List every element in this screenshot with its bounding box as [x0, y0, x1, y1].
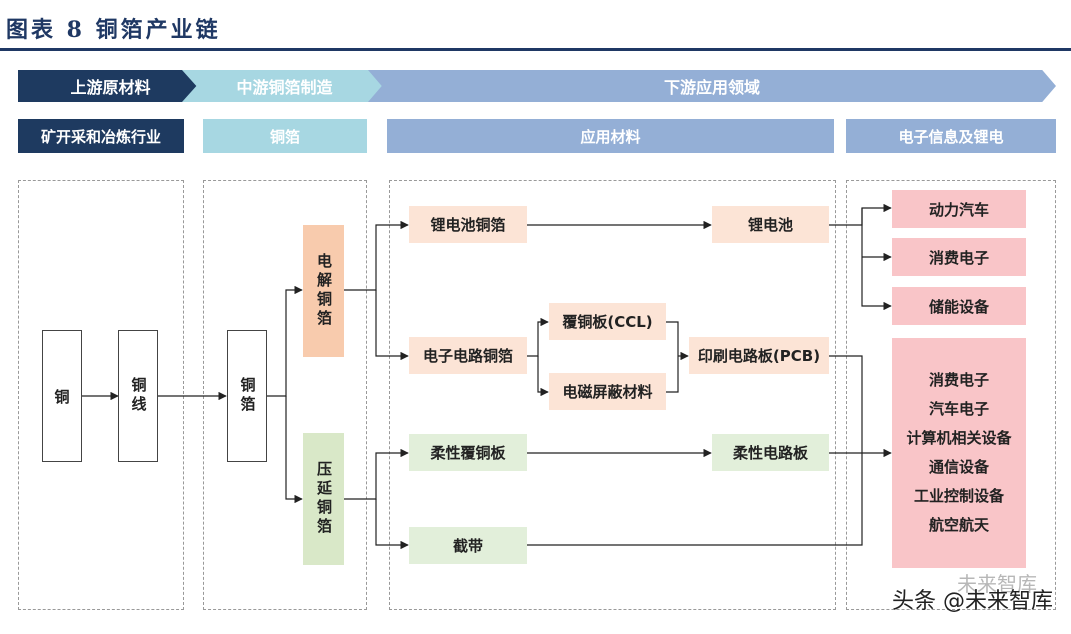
node-fpc: 柔性电路板 [712, 434, 829, 471]
node-pcb: 印刷电路板(PCB) [689, 337, 829, 374]
watermark-text: 头条 @未来智库 [892, 589, 1053, 614]
stage-midstream: 中游铜箔制造 [182, 70, 387, 102]
app-item: 汽车电子 [928, 400, 989, 418]
node-li-battery: 锂电池 [712, 206, 829, 243]
app-item: 计算机相关设备 [906, 429, 1012, 447]
panel-electronics [846, 180, 1056, 610]
app-item: 消费电子 [928, 371, 989, 389]
panel-midstream [203, 180, 367, 610]
node-li-battery-foil: 锂电池铜箔 [409, 206, 527, 243]
node-rolled-foil: 压延铜箔 [303, 433, 344, 565]
pcb-applications-list: 消费电子 汽车电子 计算机相关设备 通信设备 工业控制设备 航空航天 [892, 338, 1026, 568]
figure-title: 图表 8 铜箔产业链 [6, 17, 221, 43]
header-electronics: 电子信息及锂电 [846, 119, 1056, 153]
node-energy-storage: 储能设备 [892, 287, 1026, 325]
app-item: 通信设备 [928, 458, 989, 476]
node-copper: 铜 [42, 330, 82, 462]
header-mining: 矿开采和冶炼行业 [18, 119, 184, 153]
app-item: 航空航天 [928, 516, 989, 534]
node-electrolytic-foil: 电解铜箔 [303, 225, 344, 357]
title-divider [0, 48, 1071, 51]
stage-upstream: 上游原材料 [18, 70, 203, 102]
header-foil: 铜箔 [203, 119, 367, 153]
node-consumer-electronics: 消费电子 [892, 238, 1026, 276]
panel-materials [389, 180, 836, 610]
stage-downstream: 下游应用领域 [368, 70, 1056, 102]
header-materials: 应用材料 [387, 119, 834, 153]
watermark: 头条 @未来智库 [892, 583, 1053, 615]
app-item: 工业控制设备 [913, 487, 1004, 505]
node-flex-ccl: 柔性覆铜板 [409, 434, 527, 471]
node-circuit-foil: 电子电路铜箔 [409, 337, 527, 374]
node-power-vehicle: 动力汽车 [892, 190, 1026, 228]
watermark-faint: 未来智库 [957, 572, 1037, 596]
node-ccl: 覆铜板(CCL) [549, 303, 666, 340]
panel-upstream [18, 180, 184, 610]
node-copper-wire: 铜线 [118, 330, 158, 462]
node-emi-shielding: 电磁屏蔽材料 [549, 373, 666, 410]
node-tape: 截带 [409, 527, 527, 564]
node-copper-foil: 铜箔 [227, 330, 267, 462]
